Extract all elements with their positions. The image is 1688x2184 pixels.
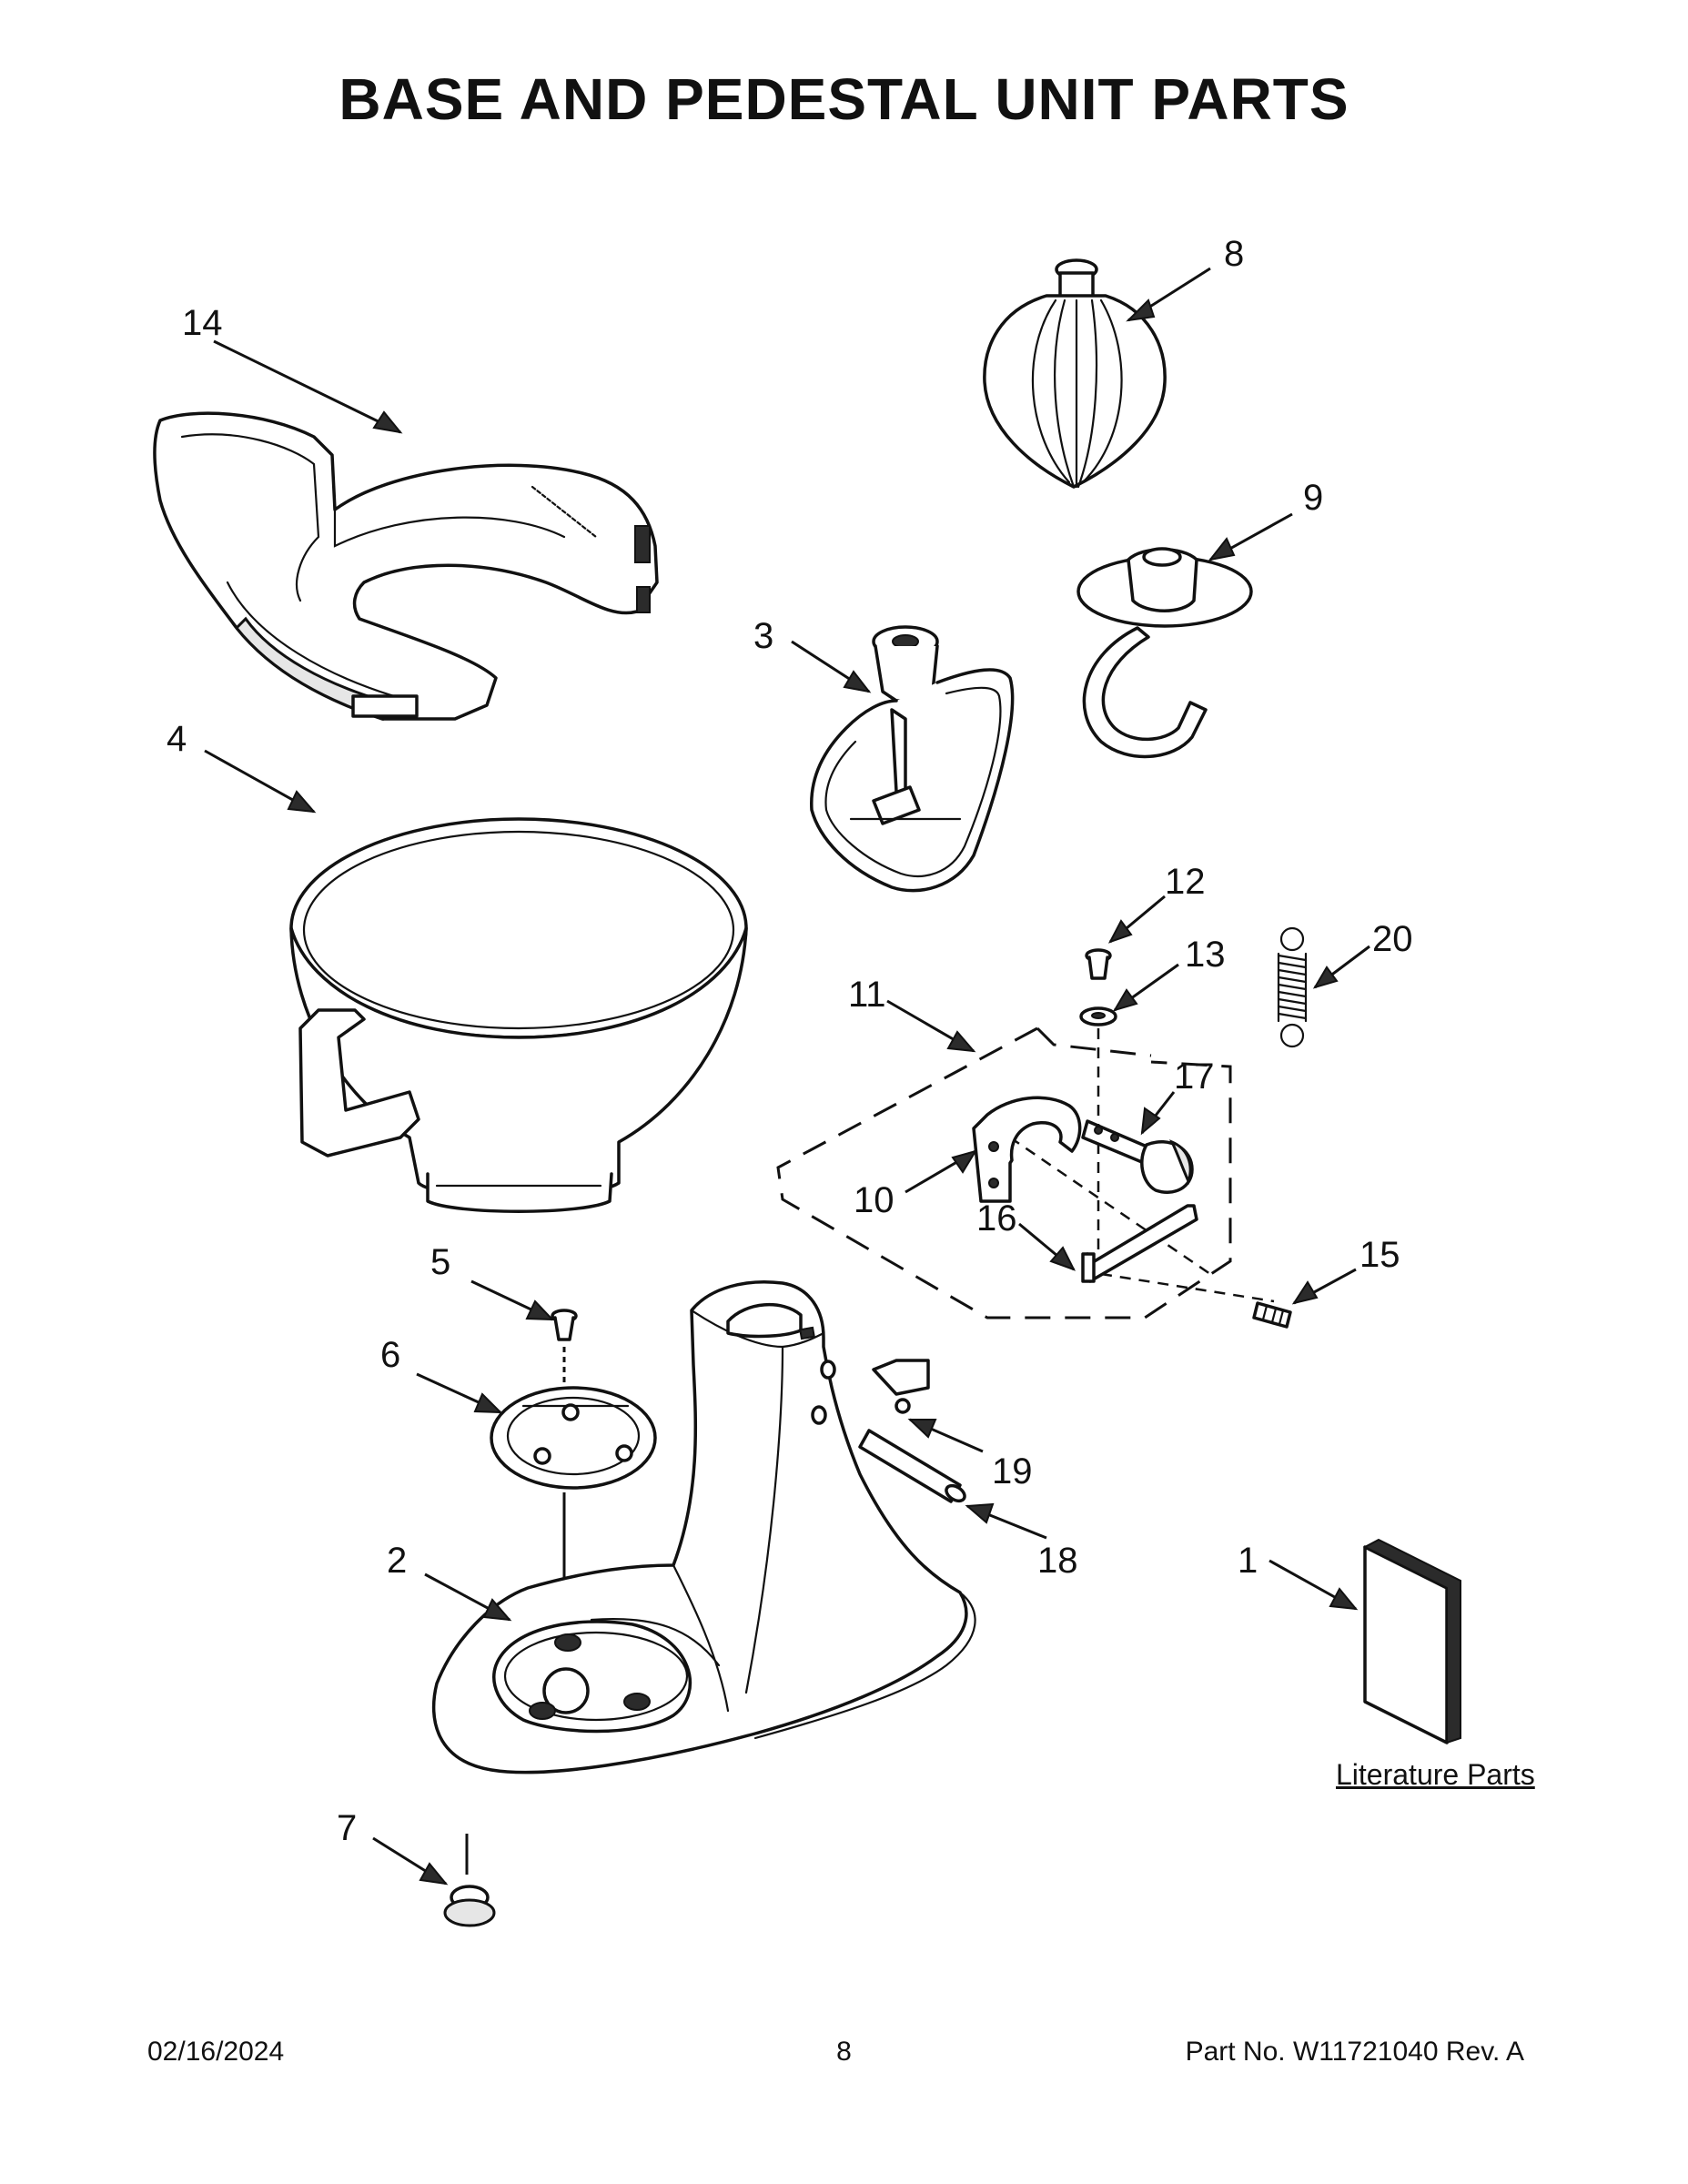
wire-whip-drawing (983, 258, 1167, 489)
literature-drawing (1362, 1538, 1461, 1744)
callout-8: 8 (1224, 234, 1244, 274)
callout-14: 14 (182, 303, 223, 343)
dough-hook-drawing (1076, 547, 1253, 759)
callout-16: 16 (976, 1198, 1017, 1239)
arrowheads (287, 298, 1359, 1886)
lock-assembly-outline (776, 1026, 1275, 1320)
footer-date: 02/16/2024 (147, 2037, 285, 2067)
footer-page-number: 8 (836, 2037, 852, 2067)
plug-drawing (872, 1359, 930, 1414)
callout-11: 11 (848, 975, 886, 1015)
callout-10: 10 (854, 1180, 895, 1220)
base-screw-drawing (551, 1309, 578, 1392)
callout-6: 6 (380, 1335, 400, 1375)
bracket-drawing (972, 1096, 1082, 1203)
callout-3: 3 (753, 616, 773, 656)
lever-drawing (1081, 1119, 1194, 1194)
callout-5: 5 (430, 1242, 450, 1282)
callout-1: 1 (1238, 1541, 1258, 1581)
page-title: BASE AND PEDESTAL UNIT PARTS (339, 66, 1349, 132)
callout-18: 18 (1037, 1541, 1078, 1581)
callout-9: 9 (1303, 478, 1323, 518)
rod-drawing (1081, 1204, 1198, 1283)
callout-15: 15 (1359, 1235, 1400, 1275)
foot-drawing (443, 1834, 496, 1927)
callout-13: 13 (1185, 935, 1226, 975)
clamp-plate-drawing (490, 1386, 657, 1633)
callout-4: 4 (167, 719, 187, 759)
callout-7: 7 (337, 1808, 357, 1848)
callout-17: 17 (1174, 1057, 1215, 1097)
footer-part-number: Part No. W11721040 Rev. A (1185, 2037, 1524, 2067)
hinge-pin-drawing (858, 1429, 966, 1503)
spring-drawing (1277, 926, 1308, 1048)
callout-19: 19 (992, 1451, 1033, 1491)
pin-drawing (1252, 1301, 1292, 1329)
screw-washer-drawing (1079, 948, 1117, 1026)
callout-12: 12 (1165, 862, 1206, 902)
callout-2: 2 (387, 1541, 407, 1581)
literature-parts-label: Literature Parts (1336, 1758, 1535, 1791)
flat-beater-drawing (810, 625, 1015, 893)
bowl-drawing (289, 817, 748, 1213)
pouring-shield-drawing (153, 411, 659, 722)
callout-20: 20 (1372, 919, 1413, 959)
callout-numbers: 8 14 9 3 4 12 13 20 11 17 10 16 15 5 6 1… (167, 234, 1413, 1848)
pedestal-drawing (431, 1280, 976, 1774)
